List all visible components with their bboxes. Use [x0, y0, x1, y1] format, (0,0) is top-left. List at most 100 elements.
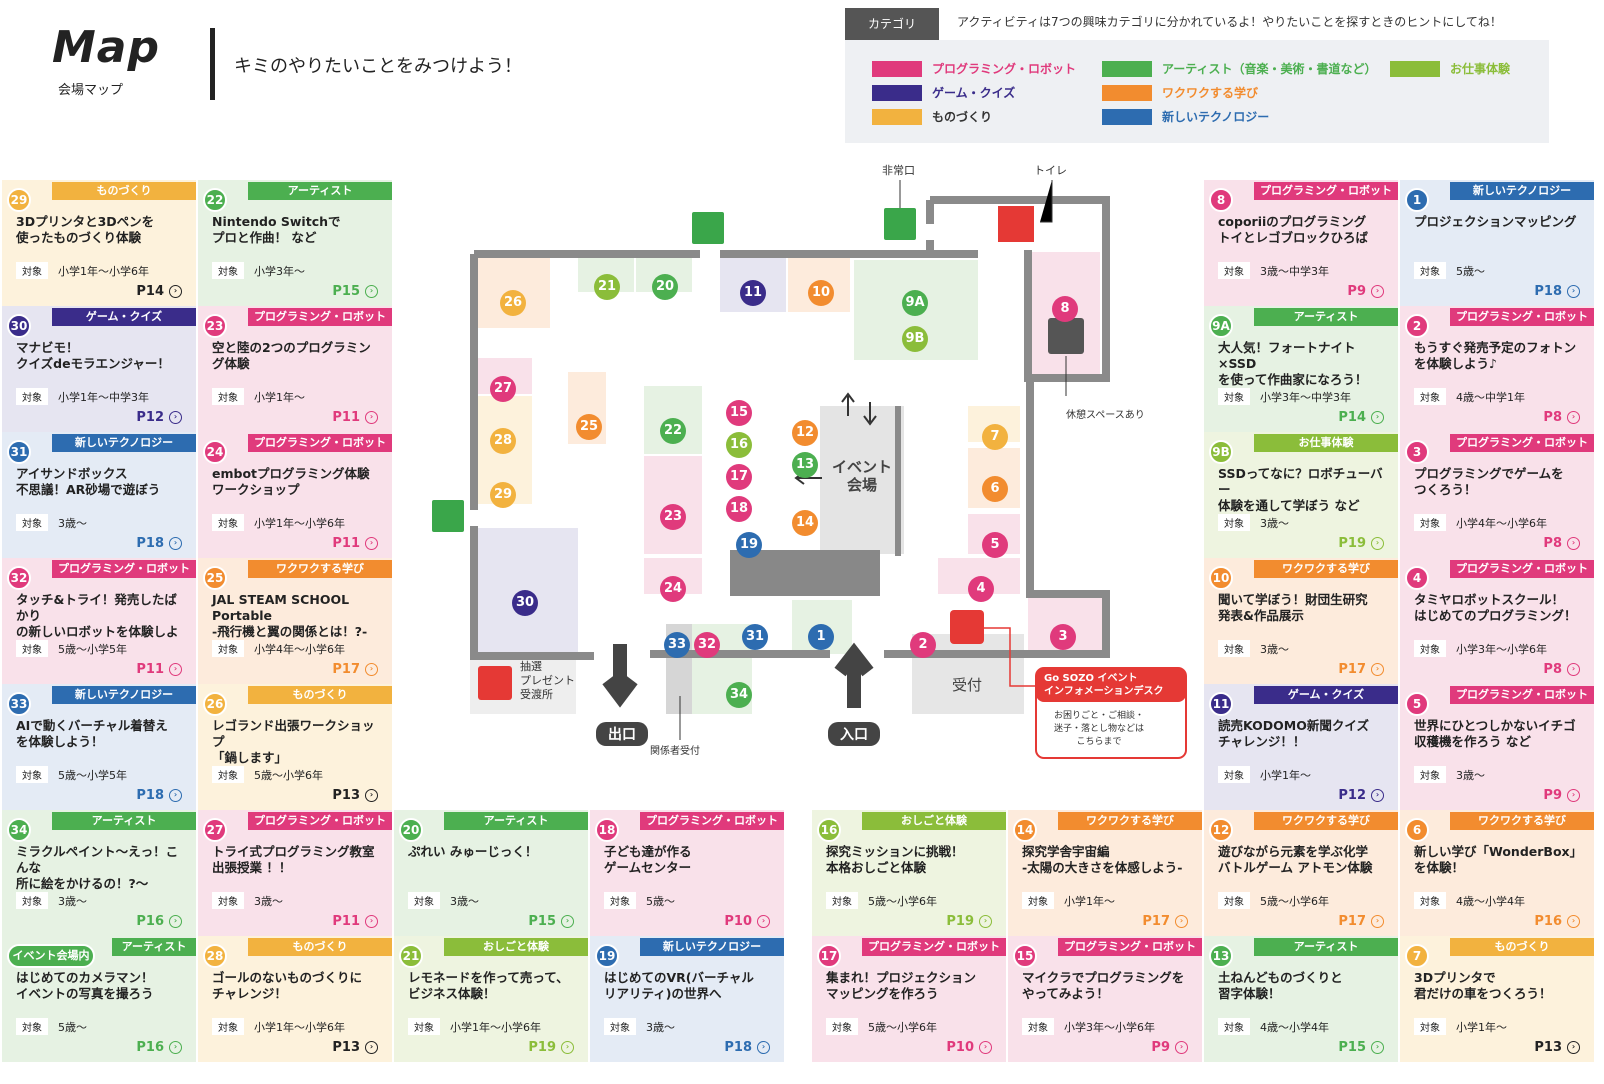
- map-pin[interactable]: 23: [660, 504, 686, 530]
- map-pin[interactable]: 24: [660, 576, 686, 602]
- map-pin[interactable]: 8: [1052, 296, 1078, 322]
- card-page-link[interactable]: P8›: [1543, 536, 1580, 551]
- map-pin[interactable]: 16: [726, 432, 752, 458]
- card-page-link[interactable]: P14›: [136, 284, 182, 299]
- card-page-link[interactable]: P11›: [332, 914, 378, 929]
- card-page-link[interactable]: P18›: [136, 788, 182, 803]
- card-page-link[interactable]: P17›: [1338, 662, 1384, 677]
- card-page-link[interactable]: P16›: [1534, 914, 1580, 929]
- card-page-link[interactable]: P17›: [332, 662, 378, 677]
- card-page-link[interactable]: P19›: [528, 1040, 574, 1055]
- map-pin[interactable]: 3: [1050, 624, 1076, 650]
- card-page-link[interactable]: P19›: [946, 914, 992, 929]
- map-pin[interactable]: 15: [726, 400, 752, 426]
- card-page-link[interactable]: P18›: [1534, 284, 1580, 299]
- card-page-link[interactable]: P17›: [1338, 914, 1384, 929]
- card-page-link[interactable]: P8›: [1543, 410, 1580, 425]
- map-pin[interactable]: 34: [726, 682, 752, 708]
- card-page-link[interactable]: P12›: [1338, 788, 1384, 803]
- map-pin[interactable]: 5: [982, 532, 1008, 558]
- map-pin[interactable]: 19: [736, 532, 762, 558]
- card-page-link[interactable]: P15›: [528, 914, 574, 929]
- map-pin[interactable]: 27: [490, 376, 516, 402]
- map-pin[interactable]: 11: [740, 280, 766, 306]
- card-page-link[interactable]: P10›: [946, 1040, 992, 1055]
- map-pin[interactable]: 10: [808, 280, 834, 306]
- card-page-link[interactable]: P9›: [1151, 1040, 1188, 1055]
- map-pin[interactable]: 26: [500, 290, 526, 316]
- card-page-link[interactable]: P12›: [136, 410, 182, 425]
- map-pin[interactable]: 28: [490, 428, 516, 454]
- card-page-link[interactable]: P14›: [1338, 410, 1384, 425]
- card-page-link[interactable]: P11›: [332, 536, 378, 551]
- map-pin[interactable]: 30: [512, 590, 538, 616]
- card-page-link[interactable]: P11›: [136, 662, 182, 677]
- card-page-link[interactable]: P15›: [1338, 1040, 1384, 1055]
- card-page-link[interactable]: P16›: [136, 1040, 182, 1055]
- card-page-link[interactable]: P18›: [136, 536, 182, 551]
- card-page-link[interactable]: P13›: [332, 788, 378, 803]
- map-pin[interactable]: 6: [982, 476, 1008, 502]
- card-page-link[interactable]: P18›: [724, 1040, 770, 1055]
- card-page-link[interactable]: P19›: [1338, 536, 1384, 551]
- map-pin[interactable]: 4: [968, 576, 994, 602]
- map-pin[interactable]: 17: [726, 464, 752, 490]
- card-page-link[interactable]: P15›: [332, 284, 378, 299]
- map-pin[interactable]: 21: [594, 274, 620, 300]
- card-page-link[interactable]: P10›: [724, 914, 770, 929]
- card-page-link[interactable]: P17›: [1142, 914, 1188, 929]
- map-pin[interactable]: 18: [726, 496, 752, 522]
- map-pin[interactable]: 31: [742, 624, 768, 650]
- map-pin[interactable]: 22: [660, 418, 686, 444]
- card-page-link[interactable]: P13›: [1534, 1040, 1580, 1055]
- card-page-link[interactable]: P16›: [136, 914, 182, 929]
- card-page-link[interactable]: P13›: [332, 1040, 378, 1055]
- map-pin[interactable]: 33: [664, 632, 690, 658]
- map-pin[interactable]: 7: [982, 424, 1008, 450]
- map-pin[interactable]: 1: [808, 624, 834, 650]
- card-page-link[interactable]: P9›: [1543, 788, 1580, 803]
- map-pin[interactable]: 29: [490, 482, 516, 508]
- map-pin[interactable]: 20: [652, 274, 678, 300]
- map-pin[interactable]: 9A: [902, 290, 928, 316]
- card-page-link[interactable]: P11›: [332, 410, 378, 425]
- map-pin[interactable]: 25: [576, 414, 602, 440]
- map-pin[interactable]: 14: [792, 510, 818, 536]
- card-page-link[interactable]: P9›: [1347, 284, 1384, 299]
- map-pin[interactable]: 13: [792, 452, 818, 478]
